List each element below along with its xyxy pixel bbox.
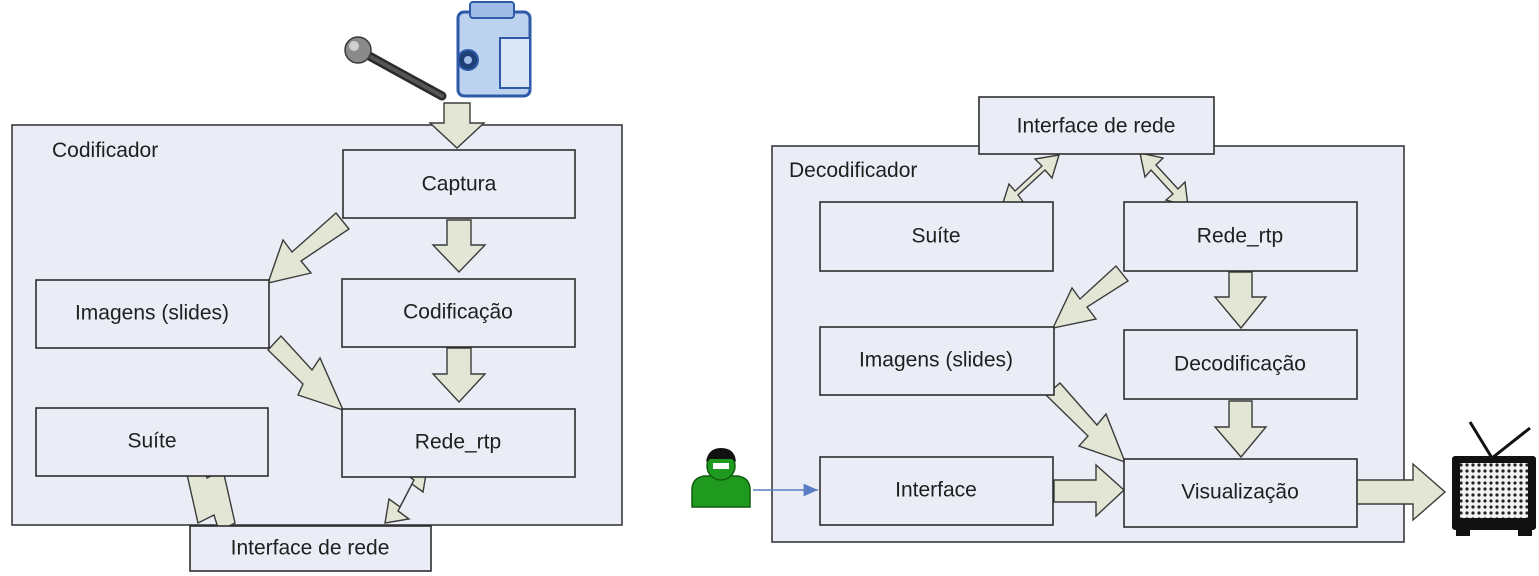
arrow-imagens-visualizacao (1044, 382, 1127, 464)
arrow-captura-codificacao (431, 219, 487, 274)
arrow-decodificacao-visualizacao (1213, 400, 1268, 459)
encoder-captura-label: Captura (422, 173, 497, 196)
microphone-icon (344, 36, 447, 101)
input-arrow (428, 102, 486, 149)
arrow-imagens-rede (267, 334, 345, 412)
encoder-group: Codificador Captura Imagens (slides) Cod… (11, 102, 623, 572)
decoder-group: Decodificador Interface de rede Suíte Re… (771, 96, 1447, 543)
decoder-interface-box (819, 456, 1054, 526)
encoder-suite-label: Suíte (127, 430, 176, 453)
decoder-interface-rede-label: Interface de rede (1017, 115, 1176, 138)
arrow-visualizacao-tv (1355, 462, 1447, 522)
encoder-imagens-box (35, 279, 270, 349)
encoder-rede-box (341, 408, 576, 478)
decoder-suite-label: Suíte (911, 225, 960, 248)
user-icon (691, 448, 751, 508)
arrow-captura-imagens (266, 211, 351, 284)
arrow-interface-visualizacao (1053, 463, 1126, 518)
decoder-imagens-box (819, 326, 1055, 396)
decoder-rede-label: Rede_rtp (1197, 225, 1283, 248)
decoder-visualizacao-label: Visualização (1181, 481, 1299, 504)
decoder-imagens-label: Imagens (slides) (859, 349, 1013, 372)
decoder-decodificacao-label: Decodificação (1174, 353, 1306, 376)
decoder-interface-rede-box (978, 96, 1215, 155)
encoder-title: Codificador (52, 139, 158, 162)
decoder-title: Decodificador (789, 159, 917, 182)
television-icon (1452, 421, 1536, 536)
encoder-rede-label: Rede_rtp (415, 431, 501, 454)
decoder-rede-box (1123, 201, 1358, 272)
encoder-codificacao-label: Codificação (403, 301, 513, 324)
decoder-decodificacao-box (1123, 329, 1358, 400)
encoder-codificacao-box (341, 278, 576, 348)
camcorder-icon (456, 1, 532, 98)
decoder-visualizacao-box (1123, 458, 1358, 528)
encoder-captura-box (342, 149, 576, 219)
arrow-rede-decodificacao (1213, 271, 1268, 330)
encoder-imagens-label: Imagens (slides) (75, 302, 229, 325)
encoder-suite-box (35, 407, 269, 477)
encoder-interface-rede-label: Interface de rede (231, 537, 390, 560)
decoder-suite-box (819, 201, 1054, 272)
arrow-rede-imagens (1051, 264, 1130, 329)
arrow-codificacao-rede (431, 347, 487, 404)
encoder-interface-rede-box (189, 525, 432, 572)
decoder-interface-label: Interface (895, 479, 977, 502)
